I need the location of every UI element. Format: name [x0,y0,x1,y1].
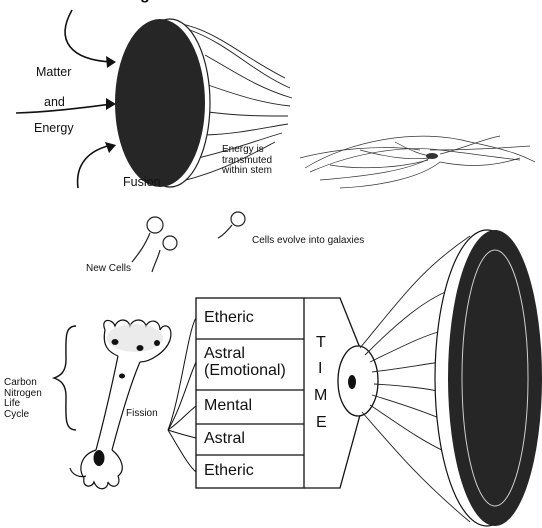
and-label: and [44,96,65,109]
body-mental: Mental [204,398,252,415]
time-letter: M [314,388,327,405]
time-sphere [338,346,378,416]
fission-label: Fission [126,409,158,420]
life-cycle-label: Carbon Nitrogen Life Cycle [4,378,42,420]
new-cells [132,212,245,272]
heading-fragment: g [140,0,150,4]
fusion-label: Fusion [123,176,161,189]
life-cycle-line: Life [4,399,42,410]
stem-note: Energy is transmuted within stem [222,145,272,177]
life-cycle-line: Cycle [4,410,42,421]
large-sphere [435,230,542,526]
stem-note-line: Energy is [222,145,272,156]
body-etheric-upper: Etheric [204,310,254,327]
body-etheric-lower: Etheric [204,463,254,480]
energy-label: Energy [34,122,74,135]
body-astral-emotional: Astral (Emotional) [204,346,302,380]
matter-label: Matter [36,66,71,79]
new-cells-label: New Cells [86,264,131,275]
cells-evolve-label: Cells evolve into galaxies [252,236,364,247]
time-letter: I [318,361,322,378]
time-letter: T [316,335,326,352]
life-cycle-line: Carbon [4,378,42,389]
spiral-galaxy [300,136,535,188]
fission-lines [168,318,196,472]
life-cycle-brace [54,326,76,430]
body-astral-lower: Astral [204,431,245,448]
time-letter: E [316,415,327,432]
stem-note-line: within stem [222,166,272,177]
